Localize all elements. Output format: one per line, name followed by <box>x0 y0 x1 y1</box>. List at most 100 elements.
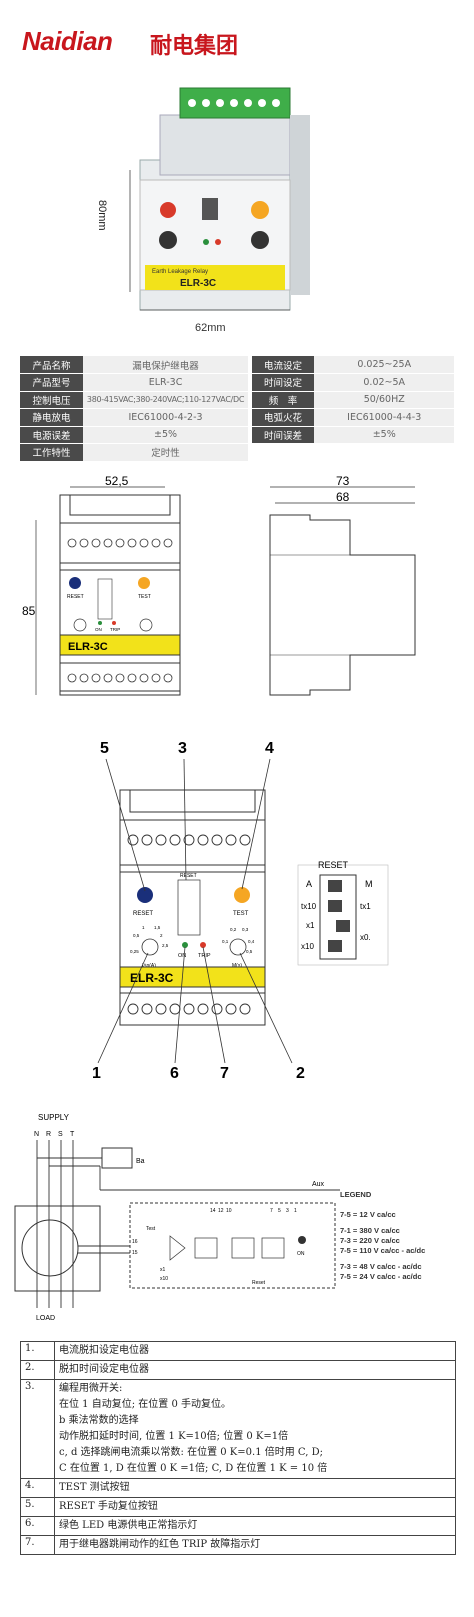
term-15: 15 <box>132 1250 138 1256</box>
phase-s: S <box>58 1131 63 1138</box>
brand-name-cn: 耐电集团 <box>150 34 239 59</box>
switch-m: M <box>365 879 373 889</box>
photo-width-dim: 62mm <box>195 322 226 334</box>
callout-sw-reset: RESET <box>180 873 197 879</box>
notes-line: C 在位置 1, D 在位置 0 K =1倍; C, D 在位置 1 K = 1… <box>59 1463 328 1474</box>
notes-row: 1.电流脱扣设定电位器 <box>20 1341 456 1361</box>
notes-line: c, d 选择跳闸电流乘以常数: 在位置 0 K=0.1 倍时用 C, D; <box>59 1447 323 1458</box>
spec-key <box>251 443 315 462</box>
notes-text: TEST 测试按钮 <box>54 1478 456 1498</box>
wiring-on: ON <box>297 1251 305 1257</box>
spec-gap <box>248 408 252 427</box>
callout-model: ELR-3C <box>130 971 174 985</box>
spec-value: 380-415VAC;380-240VAC;110-127VAC/DC <box>82 391 249 409</box>
dim-front-height: 85 <box>22 604 36 618</box>
term-16: 16 <box>132 1239 138 1245</box>
term-14: 14 <box>210 1208 216 1214</box>
phase-t: T <box>70 1131 75 1138</box>
notes-line: 绿色 LED 电源供电正常指示灯 <box>59 1520 198 1531</box>
legend-item: 7-3 = 48 V ca/cc - ac/dc <box>340 1262 422 1271</box>
notes-text: 用于继电器跳闸动作的红色 TRIP 故障指示灯 <box>54 1535 456 1555</box>
spec-key: 静电放电 <box>20 408 83 427</box>
spec-key: 产品型号 <box>20 373 83 392</box>
legend-item: 7-5 = 24 V ca/cc - ac/dc <box>340 1272 422 1281</box>
notes-number: 2. <box>20 1360 55 1380</box>
notes-text: 脱扣时间设定电位器 <box>54 1360 456 1380</box>
term-1: 1 <box>294 1208 297 1214</box>
callout-test: TEST <box>233 911 249 917</box>
callout-5: 5 <box>100 740 109 757</box>
notes-number: 4. <box>20 1478 55 1498</box>
notes-line: 用于继电器跳闸动作的红色 TRIP 故障指示灯 <box>59 1539 261 1550</box>
switch-reset-label: RESET <box>318 860 349 870</box>
notes-line: 在位 1 自动复位; 在位置 0 手动复位。 <box>59 1399 231 1410</box>
term-3: 3 <box>286 1208 289 1214</box>
wiring-ba: Ba <box>136 1158 145 1165</box>
notes-number: 3. <box>20 1379 55 1479</box>
spec-gap <box>248 356 252 374</box>
callout-diagram: 5 3 4 RESET TEST RESET ON TRIP I∆n(A) M(… <box>92 740 389 1082</box>
switch-x0: x0. <box>360 933 371 942</box>
spec-key: 产品名称 <box>20 356 83 374</box>
product-photo: Earth Leakage Relay ELR-3C <box>129 87 310 311</box>
wiring-test: Test <box>146 1226 156 1232</box>
spec-value: 0.02~5A <box>314 373 454 392</box>
legend-item: 7-5 = 12 V ca/cc <box>340 1210 396 1219</box>
callout-6: 6 <box>170 1065 179 1082</box>
notes-number: 6. <box>20 1516 55 1536</box>
notes-line: TEST 测试按钮 <box>59 1482 130 1493</box>
spec-value: ELR-3C <box>82 373 249 392</box>
notes-row: 6. 绿色 LED 电源供电正常指示灯 <box>20 1516 456 1536</box>
spec-value: IEC61000-4-4-3 <box>314 408 454 427</box>
dimension-drawings: 52,5 85 RESET TEST ON TRIP ELR-3C 73 68 <box>22 475 416 696</box>
legend-item: 7-3 = 220 V ca/cc <box>340 1236 400 1245</box>
spec-gap <box>248 426 252 444</box>
knob-right-tick: 0,1 <box>222 939 229 944</box>
term-12: 12 <box>218 1208 224 1214</box>
switch-x1: x1 <box>306 921 315 930</box>
notes-row: 7.用于继电器跳闸动作的红色 TRIP 故障指示灯 <box>20 1535 456 1555</box>
dim-trip: TRIP <box>110 627 120 632</box>
photo-label-model: ELR-3C <box>180 278 216 289</box>
knob-left-tick: 2,5 <box>162 943 169 948</box>
spec-row: 工作特性定时性 <box>20 443 454 462</box>
knob-left-tick: 0,5 <box>133 933 140 938</box>
spec-value: 0.025~25A <box>314 356 454 374</box>
spec-row: 电源误差±5%时间误差±5% <box>20 426 454 444</box>
callout-on: ON <box>178 953 186 959</box>
spec-gap <box>248 373 252 392</box>
term-5: 5 <box>278 1208 281 1214</box>
wiring-x1: x1 <box>160 1267 166 1273</box>
spec-key: 工作特性 <box>20 443 83 462</box>
knob-right-tick: 0,4 <box>248 939 255 944</box>
callout-4: 4 <box>265 740 274 757</box>
notes-line: RESET 手动复位按钮 <box>59 1501 158 1512</box>
knob-right-tick: 0,3 <box>242 927 249 932</box>
term-7: 7 <box>270 1208 273 1214</box>
notes-text: 电流脱扣设定电位器 <box>54 1341 456 1361</box>
wiring-reset: Reset <box>252 1280 266 1286</box>
spec-value: 漏电保护继电器 <box>82 356 249 374</box>
knob-right-tick: 0,2 <box>230 927 237 932</box>
wiring-aux: Aux <box>312 1181 325 1188</box>
spec-value <box>314 443 454 462</box>
wiring-x10: x10 <box>160 1276 168 1282</box>
legend-title: LEGEND <box>340 1190 372 1199</box>
callout-3: 3 <box>178 740 187 757</box>
notes-row: 2.脱扣时间设定电位器 <box>20 1360 456 1380</box>
callout-1: 1 <box>92 1065 101 1082</box>
callout-mdt: M(s) <box>232 963 242 969</box>
spec-gap <box>248 443 252 462</box>
brand-logo: Naidian <box>22 26 113 56</box>
spec-value: ±5% <box>314 426 454 444</box>
notes-text: 编程用微开关:在位 1 自动复位; 在位置 0 手动复位。b 乘法常数的选择动作… <box>54 1379 456 1479</box>
phase-n: N <box>34 1131 39 1138</box>
dim-on: ON <box>95 627 102 632</box>
spec-key: 时间设定 <box>251 373 315 392</box>
